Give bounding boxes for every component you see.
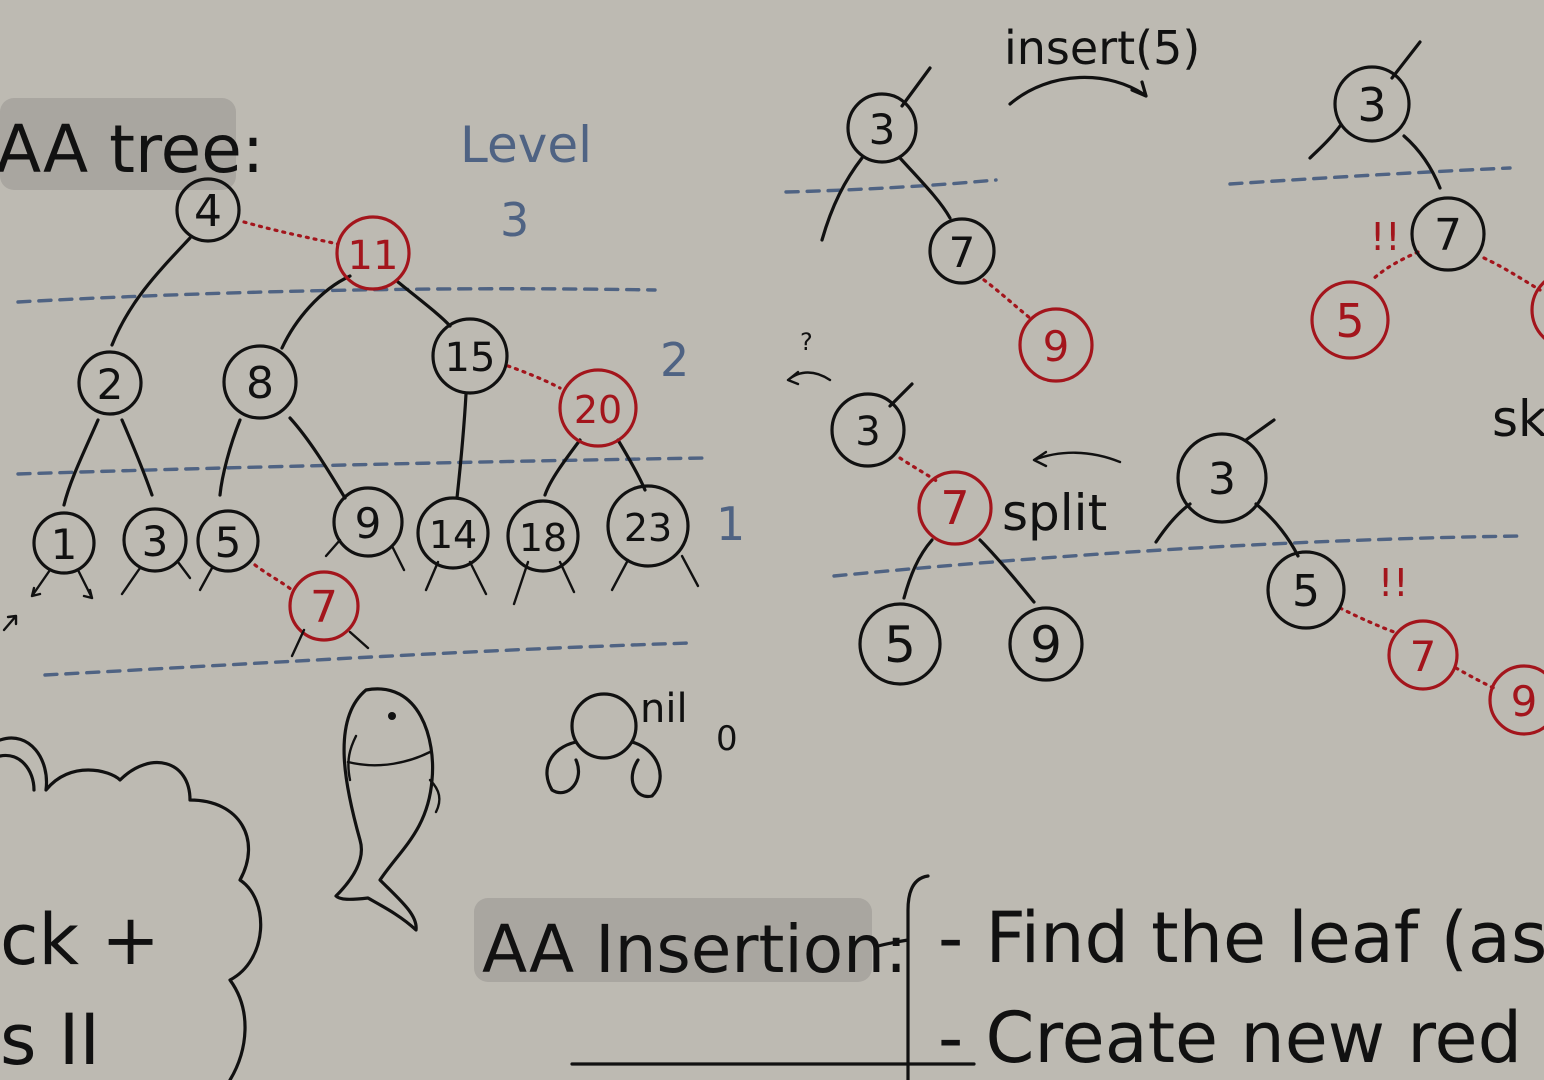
node-5: 5 bbox=[196, 509, 260, 573]
insertion-line-1: - Find the leaf (as u bbox=[938, 897, 1544, 979]
node-8: 8 bbox=[222, 344, 298, 420]
nil-stub-arrows bbox=[2, 538, 700, 658]
step2-warning-mark: !! bbox=[1370, 215, 1400, 259]
level-divider-1-0 bbox=[43, 641, 692, 677]
step4-warning-mark: !! bbox=[1378, 561, 1408, 605]
svg-text:15: 15 bbox=[445, 335, 496, 381]
level-divider-2-1 bbox=[16, 456, 707, 476]
level-1-label: 1 bbox=[716, 497, 745, 551]
step2-tree: !! 3 7 5 9 sk bbox=[1308, 40, 1544, 448]
level-3-label: 3 bbox=[500, 193, 529, 247]
svg-text:2: 2 bbox=[97, 360, 124, 409]
cloud-doodle: ck + s II bbox=[0, 736, 263, 1080]
svg-text:3: 3 bbox=[1357, 78, 1386, 132]
title-highlight bbox=[0, 98, 236, 190]
step3-node-7: 7 bbox=[917, 470, 993, 546]
svg-text:9: 9 bbox=[1511, 677, 1538, 726]
svg-text:5: 5 bbox=[1335, 294, 1364, 348]
step3-level-divider bbox=[832, 534, 1522, 578]
node-9: 9 bbox=[332, 486, 404, 558]
node-4: 4 bbox=[175, 177, 241, 243]
step1-node-3: 3 bbox=[846, 92, 918, 164]
step3-node-5: 5 bbox=[858, 602, 942, 686]
fish-doodle bbox=[334, 687, 441, 932]
svg-text:3: 3 bbox=[142, 517, 169, 566]
step4-tree: !! 3 5 7 9 bbox=[1154, 418, 1544, 736]
nil-node-doodle: nil bbox=[545, 686, 688, 799]
svg-text:9: 9 bbox=[1030, 616, 1062, 674]
insert-arrow bbox=[1008, 75, 1148, 106]
node-7-new: 7 bbox=[288, 570, 360, 642]
cloud-text-1: ck + bbox=[0, 899, 160, 981]
main-tree-red-links bbox=[242, 220, 562, 592]
svg-text:11: 11 bbox=[348, 233, 399, 279]
insertion-brace bbox=[876, 874, 930, 1080]
svg-text:9: 9 bbox=[1043, 322, 1070, 371]
step1-node-7: 7 bbox=[928, 217, 996, 285]
skew-label-partial: sk bbox=[1492, 390, 1544, 448]
step2-node-7: 7 bbox=[1410, 196, 1486, 272]
svg-text:20: 20 bbox=[574, 388, 622, 432]
svg-text:23: 23 bbox=[624, 506, 672, 550]
svg-text:9: 9 bbox=[355, 499, 382, 548]
node-15: 15 bbox=[431, 317, 509, 395]
step3-tree: ? split 3 7 5 9 bbox=[786, 328, 1122, 686]
svg-text:3: 3 bbox=[1208, 454, 1236, 505]
aa-tree-title: AA tree: bbox=[0, 111, 264, 188]
svg-text:5: 5 bbox=[884, 616, 916, 674]
step1-node-9: 9 bbox=[1018, 307, 1094, 383]
svg-text:7: 7 bbox=[1434, 210, 1462, 261]
step4-node-3: 3 bbox=[1176, 432, 1268, 524]
step2-node-3: 3 bbox=[1333, 65, 1411, 143]
svg-text:14: 14 bbox=[429, 513, 477, 557]
step4-node-9: 9 bbox=[1488, 664, 1544, 736]
svg-text:7: 7 bbox=[949, 228, 976, 277]
step1-level-divider bbox=[784, 178, 998, 194]
step4-node-5: 5 bbox=[1266, 550, 1346, 630]
insertion-line-2: - Create new red node bbox=[938, 997, 1544, 1079]
node-14: 14 bbox=[416, 496, 490, 570]
svg-text:7: 7 bbox=[1410, 632, 1437, 681]
step2-node-5: 5 bbox=[1310, 280, 1390, 360]
node-11: 11 bbox=[335, 215, 411, 291]
svg-text:7: 7 bbox=[940, 481, 969, 535]
insert-label: insert(5) bbox=[1004, 21, 1200, 75]
step2-level-divider bbox=[1228, 166, 1512, 186]
insertion-heading: AA Insertion: bbox=[482, 911, 907, 988]
level-divider-3-2 bbox=[16, 287, 657, 304]
insertion-highlight bbox=[474, 898, 872, 982]
svg-text:18: 18 bbox=[519, 516, 567, 560]
step4-node-7: 7 bbox=[1387, 619, 1459, 691]
svg-text:7: 7 bbox=[310, 582, 338, 633]
node-23: 23 bbox=[606, 484, 690, 568]
step3-back-arrow bbox=[786, 370, 832, 386]
node-2: 2 bbox=[77, 350, 143, 416]
svg-text:5: 5 bbox=[215, 518, 242, 567]
node-20: 20 bbox=[558, 368, 638, 448]
svg-text:1: 1 bbox=[51, 520, 78, 569]
svg-text:8: 8 bbox=[246, 358, 274, 409]
node-18: 18 bbox=[506, 499, 580, 573]
svg-text:4: 4 bbox=[194, 186, 222, 237]
step3-node-9: 9 bbox=[1008, 606, 1084, 682]
cloud-text-2: s II bbox=[0, 999, 100, 1080]
split-label: split bbox=[1002, 484, 1107, 542]
level-heading: Level bbox=[460, 116, 592, 174]
level-0-label: 0 bbox=[716, 719, 738, 759]
step3-question-mark: ? bbox=[800, 328, 813, 356]
nil-label: nil bbox=[640, 686, 688, 732]
node-3: 3 bbox=[122, 507, 188, 573]
step2-node-9: 9 bbox=[1530, 280, 1544, 340]
svg-text:3: 3 bbox=[855, 409, 880, 455]
node-1: 1 bbox=[32, 511, 96, 575]
step1-tree: 3 7 9 bbox=[820, 66, 1094, 383]
step3-node-3: 3 bbox=[830, 392, 906, 468]
svg-text:5: 5 bbox=[1292, 566, 1320, 617]
level-2-label: 2 bbox=[660, 333, 689, 387]
split-arrow bbox=[1032, 450, 1122, 468]
svg-text:3: 3 bbox=[869, 105, 896, 154]
